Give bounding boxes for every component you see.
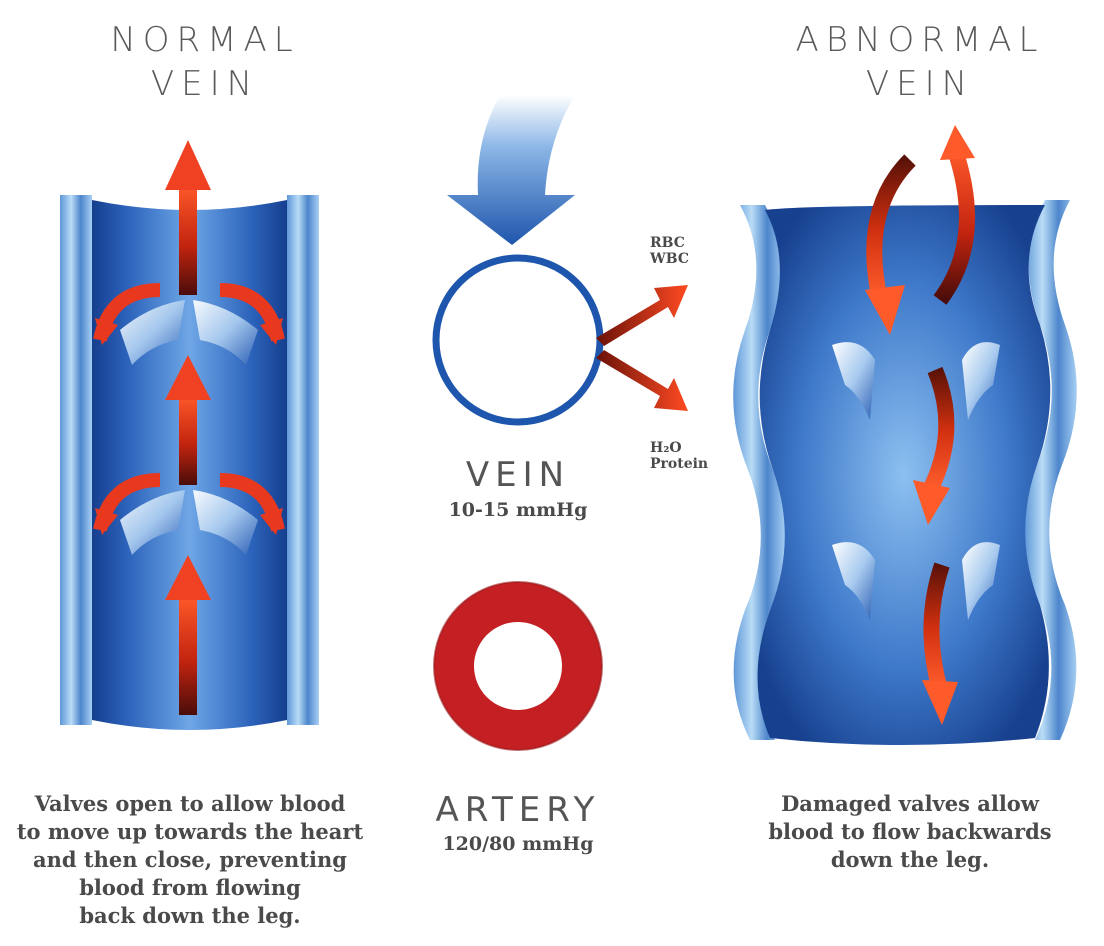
abnormal-vein	[733, 125, 1077, 745]
normal-caption-line: and then close, preventing	[0, 846, 380, 874]
rbc-label: RBC	[650, 235, 730, 251]
abnormal-vein-title: ABNORMAL VEIN	[770, 18, 1070, 106]
artery-ring	[454, 602, 582, 730]
normal-vein-left-wall	[60, 195, 92, 725]
filtration-arrows	[596, 285, 688, 411]
protein-label: Protein	[650, 456, 730, 472]
cells-out-label: RBC WBC	[650, 235, 730, 267]
normal-vein-caption: Valves open to allow blood to move up to…	[0, 790, 380, 930]
abnormal-caption-line: blood to flow backwards	[745, 818, 1075, 846]
vein-label: VEIN	[418, 455, 618, 495]
normal-caption-line: Valves open to allow blood	[0, 790, 380, 818]
out-arrow-bottom	[596, 350, 688, 411]
normal-vein	[60, 140, 319, 730]
artery-label: ARTERY	[400, 790, 636, 830]
normal-caption-line: back down the leg.	[0, 902, 380, 930]
vein-pressure: 10-15 mmHg	[418, 498, 618, 522]
abnormal-vein-caption: Damaged valves allow blood to flow backw…	[745, 790, 1075, 874]
wbc-label: WBC	[650, 251, 730, 267]
pressure-down-arrow	[447, 95, 575, 245]
normal-caption-line: blood from flowing	[0, 874, 380, 902]
artery-pressure: 120/80 mmHg	[400, 832, 636, 856]
abnormal-vein-title-line2: VEIN	[770, 62, 1070, 106]
water-label: H₂O	[650, 440, 730, 456]
fluid-out-label: H₂O Protein	[650, 440, 730, 472]
abnormal-vein-title-line1: ABNORMAL	[770, 18, 1070, 62]
normal-vein-right-wall	[287, 195, 319, 725]
out-arrow-top	[596, 285, 688, 346]
abnormal-caption-line: down the leg.	[745, 846, 1075, 874]
abnormal-caption-line: Damaged valves allow	[745, 790, 1075, 818]
vein-circle	[436, 258, 600, 422]
normal-caption-line: to move up towards the heart	[0, 818, 380, 846]
